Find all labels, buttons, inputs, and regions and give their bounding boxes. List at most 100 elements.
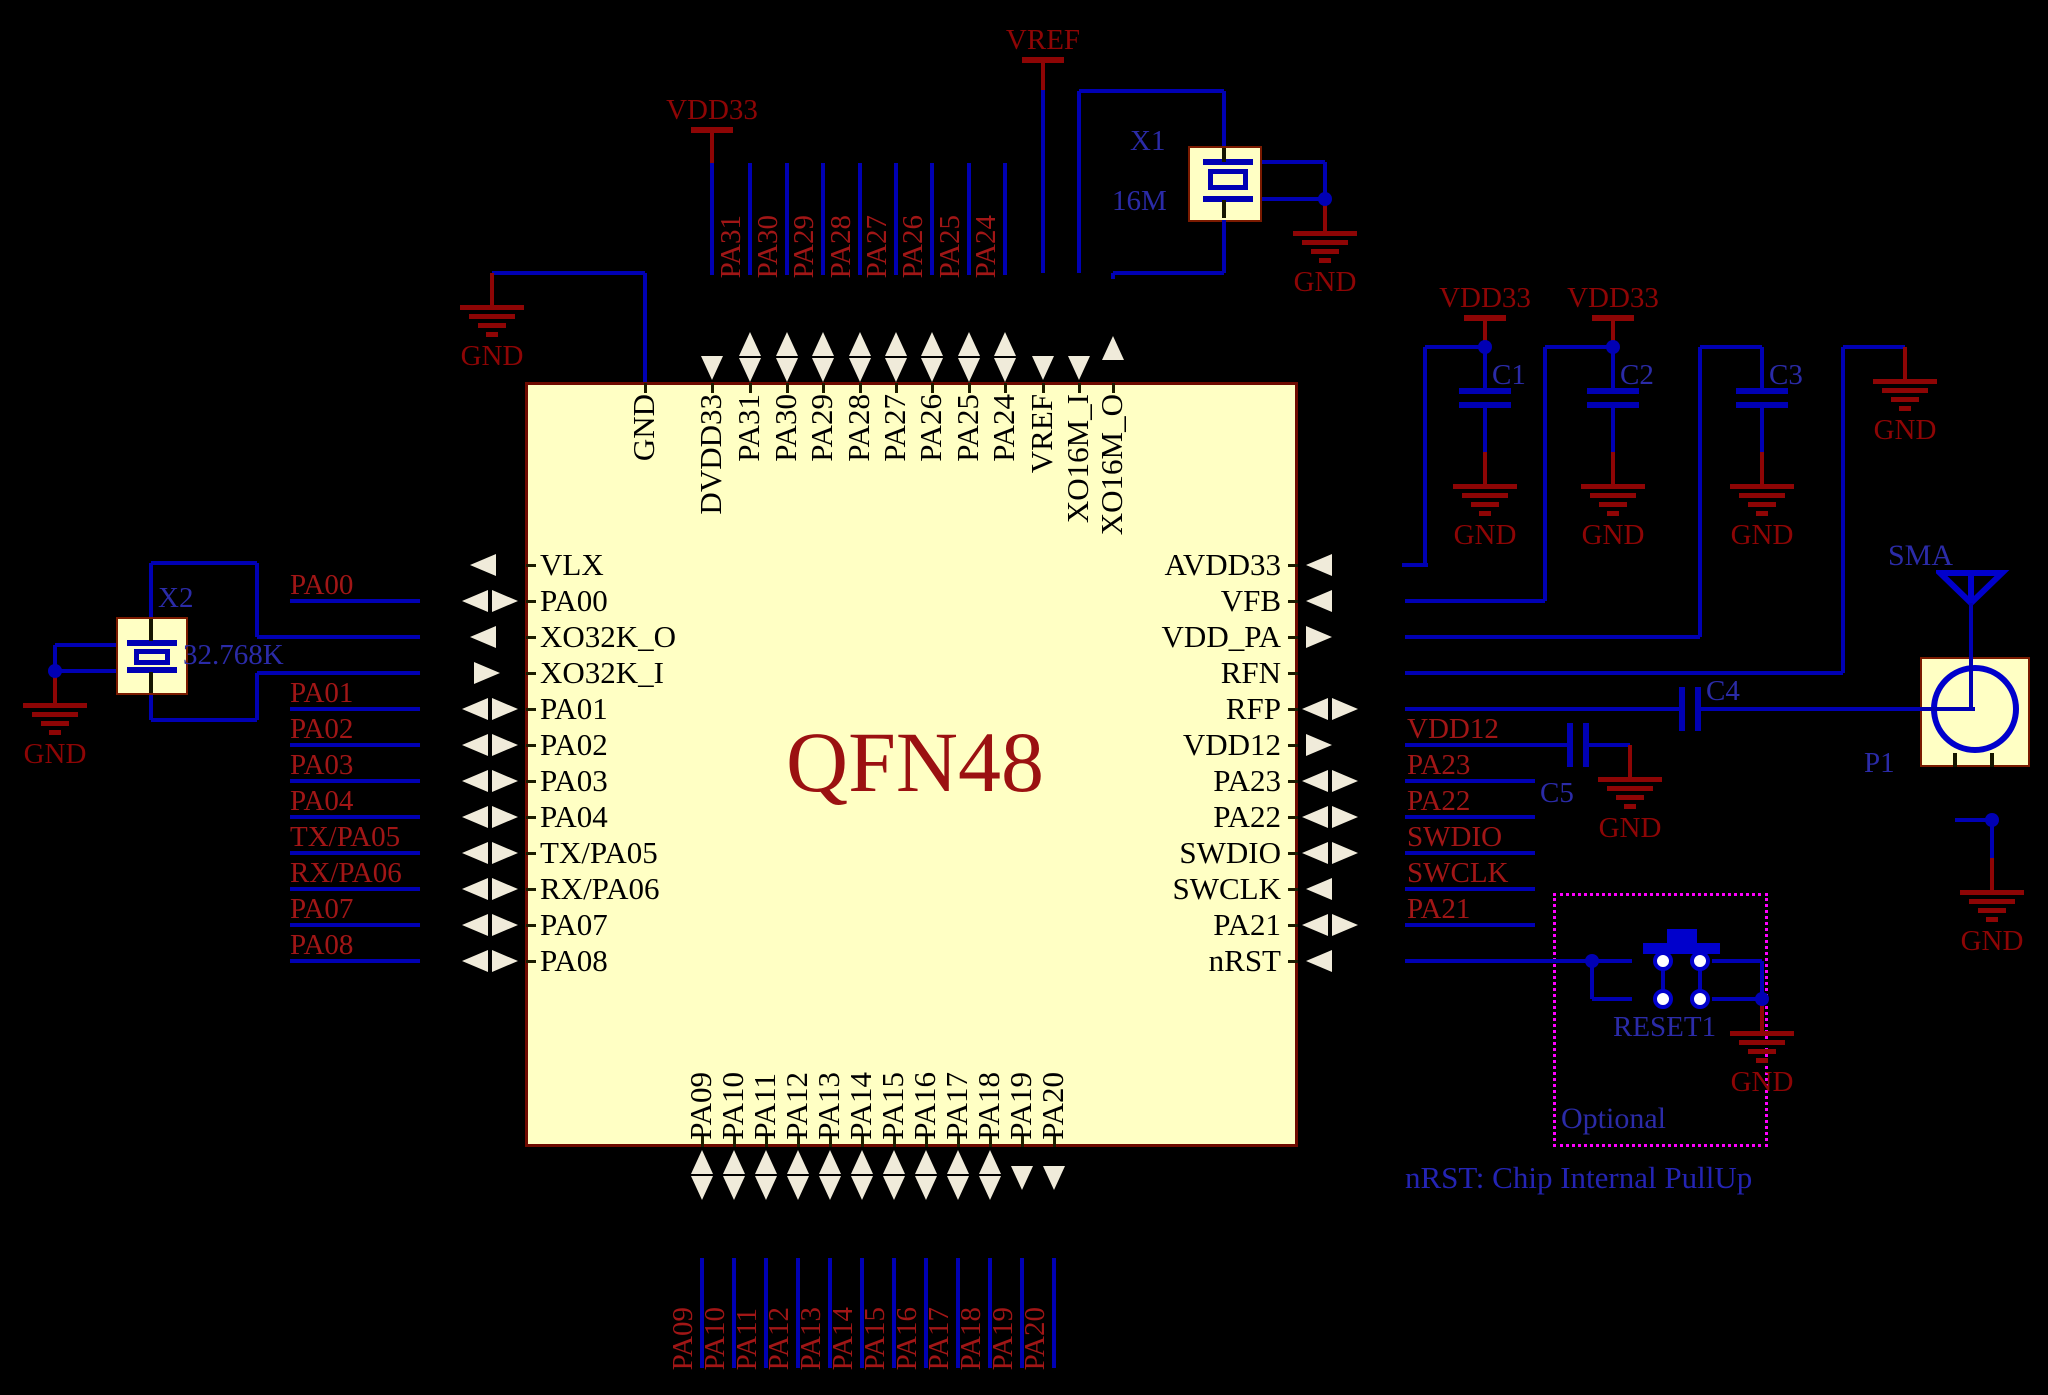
gnd-symbol (49, 730, 61, 735)
pin-tick (526, 564, 536, 567)
pin-arrow-icon (492, 806, 518, 828)
note-text: nRST: Chip Internal PullUp (1405, 1160, 1753, 1195)
net-label: PA19 (987, 1306, 1019, 1370)
power-bar (691, 127, 733, 133)
pin-arrow-icon (739, 332, 761, 356)
pin-tick (1288, 852, 1298, 855)
wire (1990, 820, 1994, 858)
gnd-symbol (1873, 379, 1937, 384)
pin-tick (931, 383, 934, 393)
net-label: PA13 (795, 1306, 827, 1370)
net-wire (930, 163, 934, 275)
junction-dot (1478, 340, 1492, 354)
pin-tick (526, 888, 536, 891)
pin-tick (968, 383, 971, 393)
wire (1041, 90, 1045, 273)
pin-arrow-icon (492, 734, 518, 756)
pin-arrow-icon (994, 358, 1016, 382)
pin-name-label: PA00 (540, 583, 608, 618)
pin-arrow-icon (492, 842, 518, 864)
pin-name-label: PA07 (540, 907, 608, 942)
crystal-lead (1990, 753, 1994, 767)
pin-tick (1288, 672, 1298, 675)
pin-arrow-icon (812, 332, 834, 356)
pin-arrow-icon (883, 1176, 905, 1200)
net-label: PA27 (861, 214, 893, 278)
net-wire (764, 1258, 768, 1368)
pin-arrow-icon (739, 358, 761, 382)
wire (1405, 671, 1843, 675)
capacitor-plate (1583, 723, 1589, 767)
gnd-stem (1760, 452, 1764, 484)
net-wire (290, 779, 420, 783)
capacitor-plate (1695, 687, 1701, 731)
pin-tick (1288, 816, 1298, 819)
pin-tick (895, 383, 898, 393)
net-label: PA22 (1407, 785, 1471, 817)
gnd-symbol (1899, 406, 1911, 411)
gnd-symbol (1311, 249, 1339, 254)
wire (55, 643, 116, 647)
pin-arrow-icon (723, 1150, 745, 1174)
junction-dot (1606, 340, 1620, 354)
net-wire (732, 1258, 736, 1368)
junction-dot (1755, 992, 1769, 1006)
net-wire (1405, 887, 1535, 891)
gnd-symbol (1978, 908, 2006, 913)
wire (1405, 599, 1545, 603)
gnd-label: GND (1581, 519, 1645, 551)
pin-arrow-icon (1332, 914, 1358, 936)
pin-arrow-icon (462, 950, 488, 972)
pin-name-label: XO32K_I (540, 655, 664, 690)
capacitor-plate (1587, 388, 1639, 394)
pin-arrow-icon (979, 1176, 1001, 1200)
cap-c3-label: C3 (1769, 359, 1803, 391)
net-label: PA12 (763, 1306, 795, 1370)
pin-name-label: PA13 (811, 1072, 846, 1140)
wire (1483, 405, 1487, 452)
wire (1611, 347, 1615, 391)
net-wire (1405, 779, 1535, 783)
net-label: TX/PA05 (290, 821, 401, 853)
gnd-stem (1628, 745, 1632, 777)
reset-contact (1690, 989, 1710, 1009)
gnd-symbol (1616, 795, 1644, 800)
gnd-symbol (1599, 502, 1627, 507)
gnd-symbol (486, 332, 498, 337)
pin-name-label: PA02 (540, 727, 608, 762)
chip-body (525, 382, 1298, 1147)
net-wire (892, 1258, 896, 1368)
junction-dot (1318, 192, 1332, 206)
wire (53, 645, 57, 671)
pin-name-label: PA28 (841, 394, 876, 462)
gnd-symbol (1471, 502, 1499, 507)
net-label: PA28 (825, 214, 857, 278)
power-label: VDD33 (1567, 282, 1659, 314)
wire (643, 273, 647, 382)
crystal-plate (1203, 196, 1253, 202)
gnd-symbol (1986, 917, 1998, 922)
reset-contact (1690, 951, 1710, 971)
cap-c5-label: C5 (1540, 777, 1574, 809)
gnd-label: GND (23, 738, 87, 770)
gnd-symbol (41, 721, 69, 726)
pin-arrow-icon (1332, 842, 1358, 864)
pin-arrow-icon (819, 1150, 841, 1174)
pin-tick (1288, 960, 1298, 963)
net-label: PA02 (290, 713, 354, 745)
pin-tick (1288, 744, 1298, 747)
wire (1402, 563, 1428, 567)
wire (1969, 603, 1973, 710)
cap-c4-label: C4 (1706, 675, 1740, 707)
pin-arrow-icon (851, 1150, 873, 1174)
pin-name-label: PA03 (540, 763, 608, 798)
pin-arrow-icon (921, 358, 943, 382)
gnd-symbol (1462, 493, 1508, 498)
pin-arrow-icon (921, 332, 943, 356)
gnd-symbol (478, 323, 506, 328)
pin-arrow-icon (492, 950, 518, 972)
net-wire (858, 163, 862, 275)
pin-name-label: VLX (540, 547, 604, 582)
pin-arrow-icon (1332, 770, 1358, 792)
capacitor-plate (1567, 723, 1573, 767)
